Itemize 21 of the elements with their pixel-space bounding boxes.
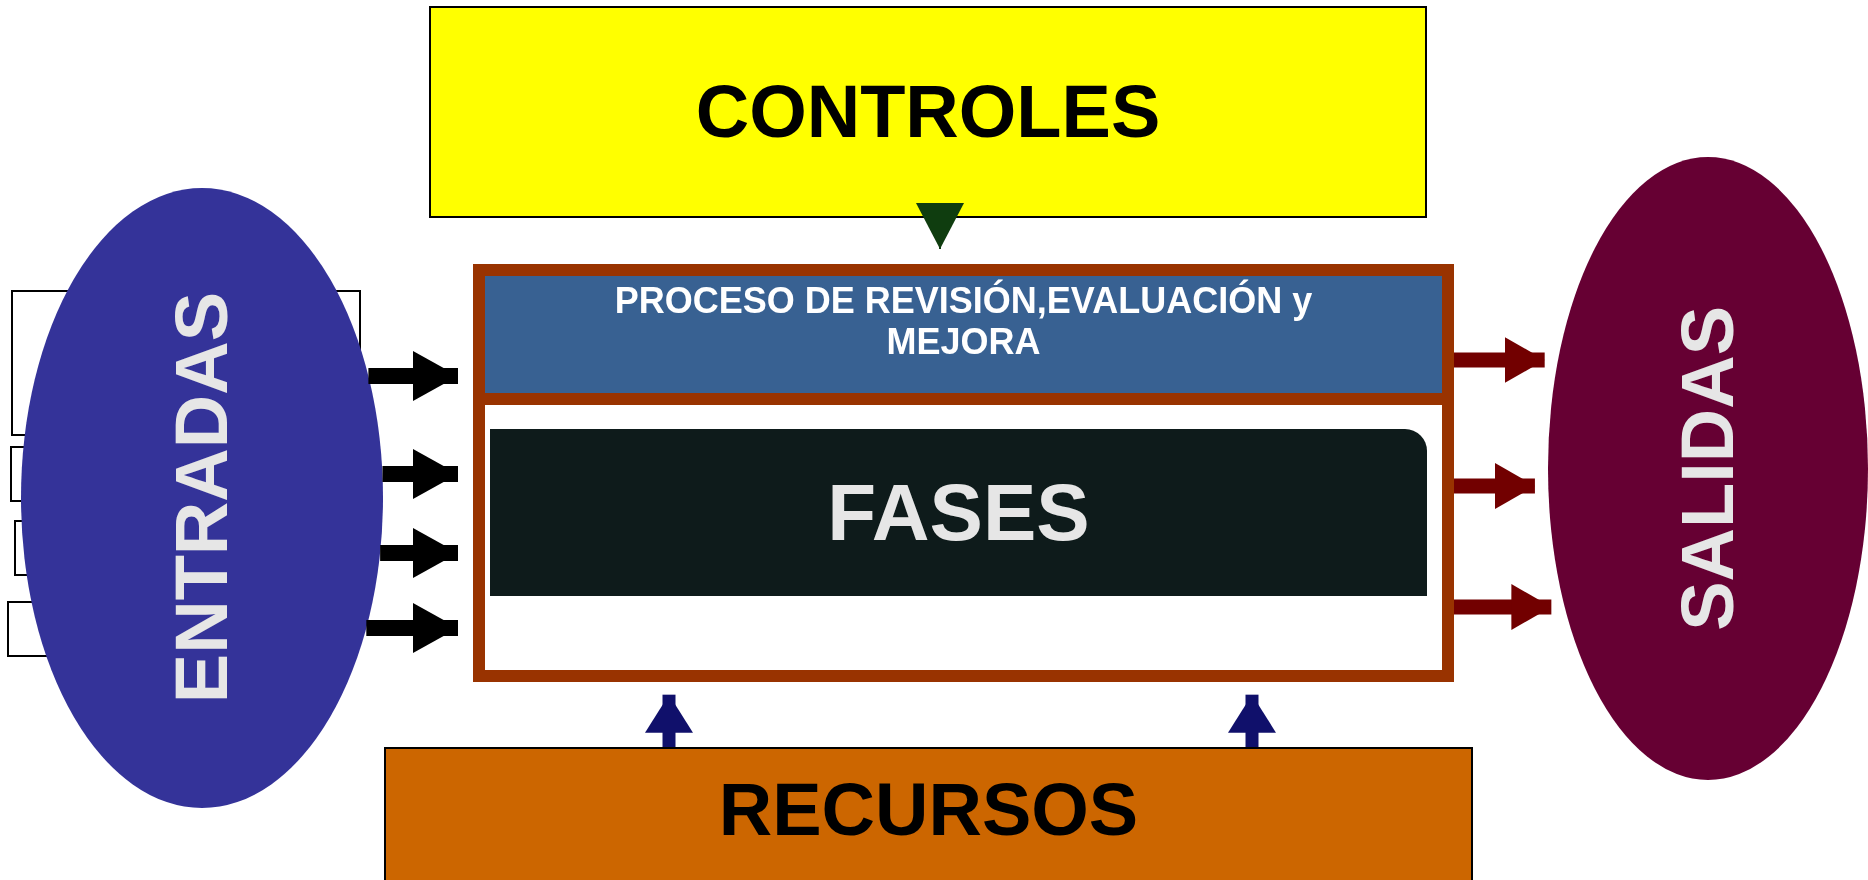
process-header (485, 276, 1442, 405)
arrow (1228, 694, 1276, 747)
arrow (368, 351, 458, 401)
arrow (1454, 584, 1552, 630)
process-frame (473, 264, 1454, 682)
arrow (1454, 463, 1535, 509)
arrow (380, 528, 458, 578)
node-label: PROCESO DE REVISIÓN,EVALUACIÓN y MEJORA (613, 280, 1314, 363)
controls-box (429, 6, 1427, 218)
node-label: SALIDAS (1671, 306, 1745, 631)
arrow (645, 694, 693, 747)
phases-box (490, 429, 1427, 596)
node-label: FASES (827, 472, 1090, 553)
node-label: RECURSOS (718, 773, 1139, 847)
resources-box (384, 747, 1473, 880)
arrow (916, 203, 964, 250)
arrow (1454, 337, 1545, 383)
arrow (382, 449, 458, 499)
node-label: CONTROLES (695, 75, 1161, 149)
node-label: ENTRADAS (165, 292, 239, 704)
arrow (366, 603, 458, 653)
